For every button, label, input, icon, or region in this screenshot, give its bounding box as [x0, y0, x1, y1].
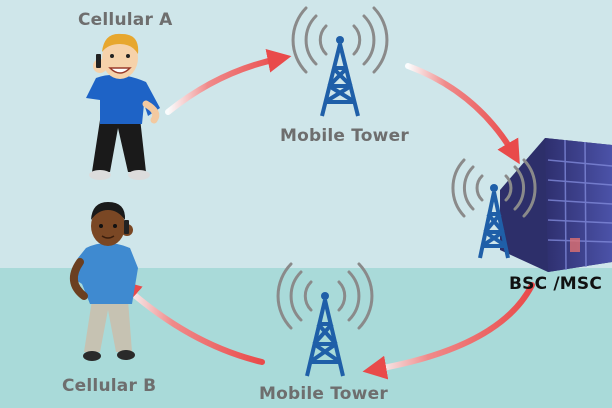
arrow-a-to-tower [165, 48, 292, 115]
arrow-bsc-to-tower [362, 282, 535, 380]
mobile-tower-bottom-label: Mobile Tower [259, 384, 388, 404]
cellular-a-label: Cellular A [78, 10, 173, 30]
building-icon [500, 138, 612, 272]
tower-icon [291, 6, 389, 117]
bsc-msc-label: BSC /MSC [509, 274, 603, 294]
arrow-tower-to-b [116, 279, 265, 365]
cellular-b-label: Cellular B [62, 376, 157, 396]
arrow-icon [116, 48, 535, 380]
person-b-icon [70, 202, 138, 361]
tower-icon [451, 158, 537, 259]
mobile-tower-top-label: Mobile Tower [280, 126, 409, 146]
person-a-icon [86, 33, 160, 180]
tower-icon [276, 262, 374, 377]
arrow-tower-to-bsc [405, 63, 520, 165]
